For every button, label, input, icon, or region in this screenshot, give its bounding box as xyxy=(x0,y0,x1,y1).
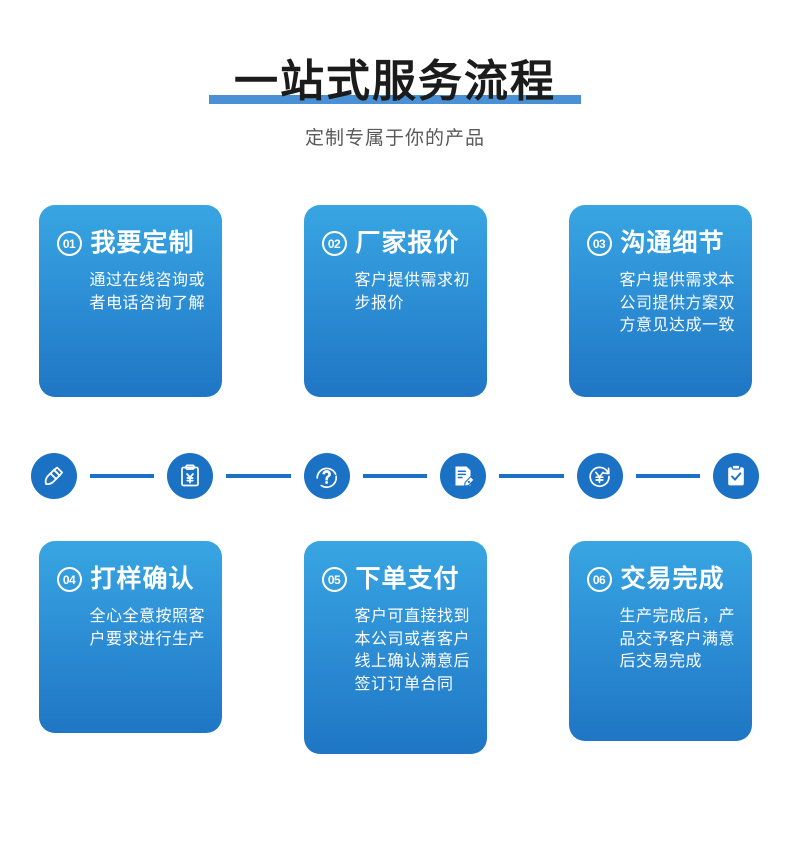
step-description: 客户可直接找到本公司或者客户线上确认满意后签订订单合同 xyxy=(354,608,471,694)
card-slot-6: 06 交易完成 生产完成后，产品交予客户满意后交易完成 xyxy=(568,541,752,754)
step-title: 沟通细节 xyxy=(620,229,725,257)
card-slot-5: 05 下单支付 客户可直接找到本公司或者客户线上确认满意后签订订单合同 xyxy=(303,541,487,754)
connector-line xyxy=(499,474,564,478)
step-number-badge: 06 xyxy=(586,567,612,592)
step-description: 客户提供需求本公司提供方案双方意见达成一致 xyxy=(619,272,736,335)
page-title: 一站式服务流程 xyxy=(234,57,556,106)
step-card-04[interactable]: 04 打样确认 全心全意按照客户要求进行生产 xyxy=(38,541,222,733)
clipboard-yuan-icon xyxy=(167,453,214,499)
step-number-badge: 03 xyxy=(586,231,612,256)
page-subtitle: 定制专属于你的产品 xyxy=(304,127,485,149)
step-title: 厂家报价 xyxy=(355,229,460,257)
connector-line xyxy=(635,474,701,478)
step-number-badge: 02 xyxy=(321,231,347,256)
steps-row-bottom: 04 打样确认 全心全意按照客户要求进行生产 05 下单支付 客户可直接找到本公… xyxy=(0,541,790,754)
headset-icon xyxy=(303,453,350,499)
step-number-badge: 05 xyxy=(321,567,347,592)
steps-row-top: 01 我要定制 通过在线咨询或者电话咨询了解 02 厂家报价 客户提供需求初步报… xyxy=(0,205,790,397)
step-card-04-head: 04 打样确认 xyxy=(53,567,208,592)
card-slot-1: 01 我要定制 通过在线咨询或者电话咨询了解 xyxy=(38,205,222,397)
connector-line xyxy=(226,474,291,478)
step-title: 下单支付 xyxy=(355,565,460,593)
step-card-01-head: 01 我要定制 xyxy=(53,231,208,256)
step-card-05-head: 05 下单支付 xyxy=(318,567,473,592)
clipboard-check-icon xyxy=(713,453,760,499)
step-title: 我要定制 xyxy=(90,229,195,257)
step-card-06[interactable]: 06 交易完成 生产完成后，产品交予客户满意后交易完成 xyxy=(568,541,752,741)
card-slot-4: 04 打样确认 全心全意按照客户要求进行生产 xyxy=(38,541,222,754)
step-card-02[interactable]: 02 厂家报价 客户提供需求初步报价 xyxy=(303,205,487,397)
process-icon-strip xyxy=(0,452,790,500)
step-card-03[interactable]: 03 沟通细节 客户提供需求本公司提供方案双方意见达成一致 xyxy=(568,205,752,397)
step-number-badge: 01 xyxy=(56,231,82,256)
step-card-01[interactable]: 01 我要定制 通过在线咨询或者电话咨询了解 xyxy=(38,205,222,397)
step-description: 通过在线咨询或者电话咨询了解 xyxy=(89,272,206,312)
card-slot-2: 02 厂家报价 客户提供需求初步报价 xyxy=(303,205,487,397)
step-card-03-head: 03 沟通细节 xyxy=(583,231,738,256)
title-wrap: 一站式服务流程 xyxy=(209,57,581,106)
page-header: 一站式服务流程 定制专属于你的产品 xyxy=(0,0,790,150)
yuan-refresh-icon xyxy=(576,453,623,499)
design-tools-icon xyxy=(30,453,77,499)
step-card-02-head: 02 厂家报价 xyxy=(318,231,473,256)
step-title: 交易完成 xyxy=(620,565,725,593)
step-card-05[interactable]: 05 下单支付 客户可直接找到本公司或者客户线上确认满意后签订订单合同 xyxy=(303,541,487,754)
step-title: 打样确认 xyxy=(90,565,195,593)
document-pen-icon xyxy=(440,453,487,499)
title-underline xyxy=(209,94,581,104)
step-card-06-head: 06 交易完成 xyxy=(583,567,738,592)
step-description: 全心全意按照客户要求进行生产 xyxy=(89,608,206,648)
step-number-badge: 04 xyxy=(56,567,82,592)
step-description: 生产完成后，产品交予客户满意后交易完成 xyxy=(619,608,736,671)
card-slot-3: 03 沟通细节 客户提供需求本公司提供方案双方意见达成一致 xyxy=(568,205,752,397)
connector-line xyxy=(362,474,428,478)
step-description: 客户提供需求初步报价 xyxy=(354,272,471,312)
connector-line xyxy=(89,474,155,478)
